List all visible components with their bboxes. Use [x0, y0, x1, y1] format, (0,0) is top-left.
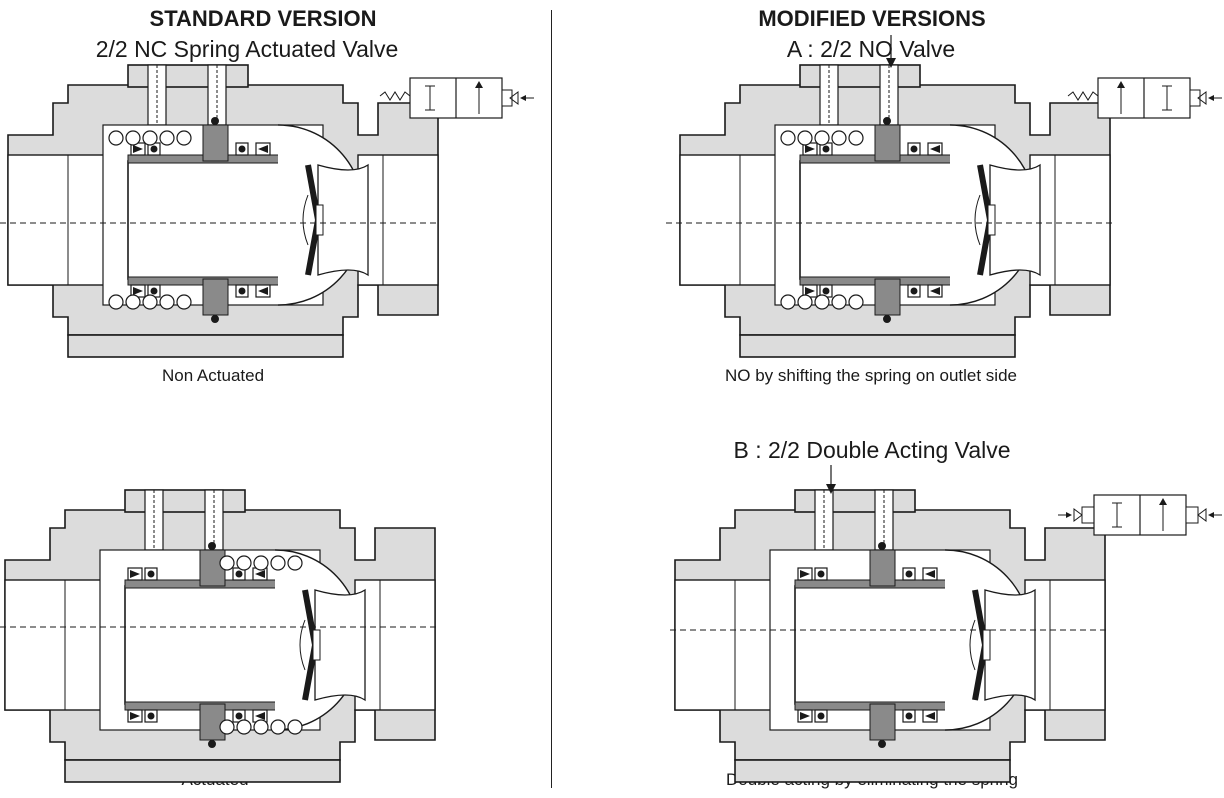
valve-variant-a — [680, 65, 1110, 357]
center-divider — [551, 10, 552, 788]
caption-non-actuated: Non Actuated — [161, 366, 265, 385]
valve-standard-actuated — [5, 490, 435, 782]
valve-standard-non-actuated — [8, 65, 438, 357]
valve-variant-b — [675, 490, 1105, 782]
variant-a-title: A : 2/2 NO Valve — [786, 36, 956, 62]
symbol-variant-a — [1067, 77, 1222, 119]
arrow-a-head — [886, 58, 896, 68]
modified-heading: MODIFIED VERSIONS — [758, 6, 986, 31]
variant-b-title: B : 2/2 Double Acting Valve — [733, 437, 1011, 463]
standard-subtitle: 2/2 NC Spring Actuated Valve — [95, 36, 399, 62]
symbol-variant-b — [1058, 494, 1222, 536]
arrow-b-head — [826, 484, 836, 494]
standard-heading: STANDARD VERSION — [149, 6, 377, 31]
symbol-standard — [379, 77, 534, 119]
caption-variant-a: NO by shifting the spring on outlet side — [725, 366, 1017, 385]
